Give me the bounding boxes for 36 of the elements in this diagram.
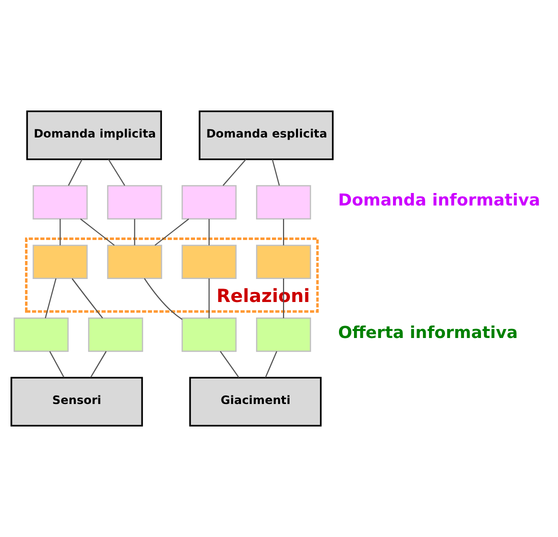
label: Domanda informativa [338, 190, 540, 210]
node-box [107, 244, 162, 280]
connector [44, 278, 56, 318]
connector [154, 218, 190, 246]
node-box [32, 185, 88, 220]
node-box [88, 318, 144, 352]
connector [208, 218, 210, 246]
node-box [256, 318, 312, 352]
connector [108, 159, 126, 186]
connector [49, 351, 64, 378]
node-box [256, 185, 312, 220]
connector [134, 218, 136, 246]
node-box [182, 318, 237, 352]
connector [60, 218, 61, 246]
connector [222, 159, 246, 186]
connector [68, 159, 83, 186]
node-box [14, 318, 69, 352]
connector [80, 218, 115, 246]
connector [283, 218, 284, 246]
node-box: Sensori [10, 376, 143, 427]
node-box [182, 244, 237, 280]
node-box: Domanda esplicita [198, 110, 334, 160]
connector [208, 278, 210, 318]
label: Offerta informativa [338, 322, 518, 342]
connector [144, 278, 182, 320]
connector [264, 351, 278, 378]
node-box [32, 244, 88, 280]
connector [90, 351, 107, 378]
node-box [182, 185, 237, 220]
connector [220, 351, 240, 378]
connector [72, 278, 104, 318]
connector [272, 159, 280, 186]
node-box [107, 185, 162, 220]
node-box: Giacimenti [189, 376, 322, 427]
node-box [256, 244, 312, 280]
node-box: Domanda implicita [26, 110, 162, 160]
